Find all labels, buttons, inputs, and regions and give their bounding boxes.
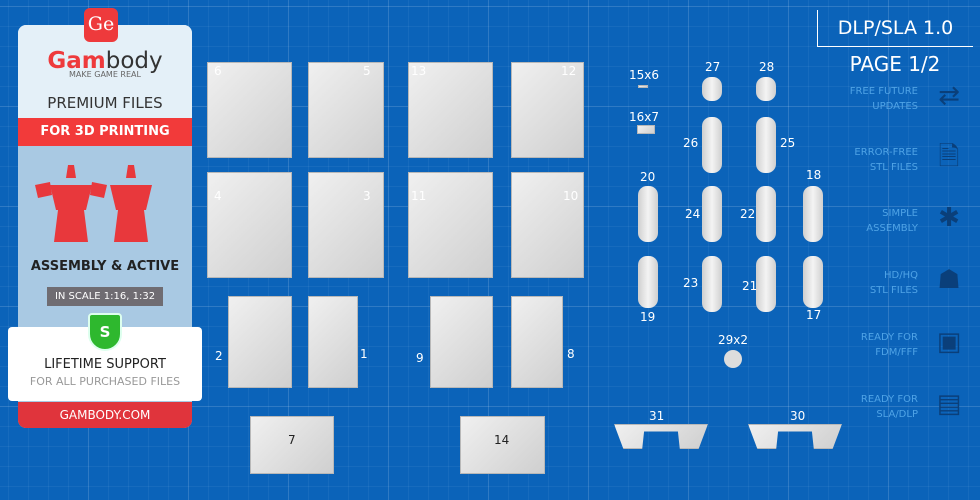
part-label: 8 [567,347,575,361]
updates-icon: ⇄ [938,81,960,111]
file-check-icon: 🗎 [938,142,960,172]
part-label: 1 [360,347,368,361]
part-label: 12 [561,64,577,78]
fdm-printer-icon: ▣ [936,327,962,357]
part-27 [702,77,722,101]
brand-name: Gambody [47,48,163,74]
part-6 [207,62,292,158]
part-8 [511,296,563,388]
part-label: 6 [214,64,222,78]
part-label: 5 [363,64,371,78]
site-link[interactable]: GAMBODY.COM [18,402,192,428]
lifetime-support-sub: FOR ALL PURCHASED FILES [29,375,181,388]
part-label: 4 [214,189,222,203]
part-20 [638,186,658,242]
part-label: 7 [288,433,296,447]
figures-illustration [35,165,152,242]
shield-icon: S [88,313,122,351]
part-22 [756,186,776,242]
part-label: 27 [705,60,721,74]
part-13 [408,62,493,158]
part-11 [408,172,493,278]
part-29x2 [724,350,742,368]
bust-icon: ☗ [937,265,961,295]
part-9 [430,296,493,388]
part-label: 16x7 [629,110,660,124]
sla-printer-icon: ▤ [936,389,962,419]
part-label: 3 [363,189,371,203]
part-28 [756,77,776,101]
part-7 [250,416,334,474]
part-label: 26 [683,136,699,150]
part-23 [702,256,722,312]
scale-badge: IN SCALE 1:16, 1:32 [47,287,163,306]
part-10 [511,172,584,278]
part-16x7 [637,125,655,134]
part-21 [756,256,776,312]
part-label: 21 [742,279,758,293]
part-label: 13 [411,64,427,78]
part-5 [308,62,384,158]
part-4 [207,172,292,278]
part-3 [308,172,384,278]
part-label: 14 [494,433,510,447]
part-label: 25 [780,136,796,150]
part-25 [756,117,776,173]
part-label: 23 [683,276,699,290]
part-label: 11 [411,189,427,203]
page-indicator: PAGE 1/2 [849,52,941,76]
part-label: 17 [806,308,822,322]
part-label: 2 [215,349,223,363]
part-17 [803,256,823,308]
part-label: 18 [806,168,822,182]
puzzle-icon: ✱ [938,203,960,233]
part-label: 20 [640,170,656,184]
part-label: 9 [416,351,424,365]
version-label: DLP/SLA 1.0 [817,10,973,47]
part-31 [614,424,708,449]
part-30 [748,424,842,449]
part-label: 31 [649,409,665,423]
part-2 [228,296,292,388]
part-14 [460,416,545,474]
part-label: 29x2 [718,333,749,347]
part-18 [803,186,823,242]
part-label: 10 [563,189,579,203]
part-label: 15x6 [629,68,660,82]
part-label: 19 [640,310,656,324]
part-label: 22 [740,207,756,221]
part-label: 30 [790,409,806,423]
part-26 [702,117,722,173]
premium-files: PREMIUM FILES [47,94,163,112]
part-12 [511,62,584,158]
part-15x6 [638,85,648,88]
part-19 [638,256,658,308]
part-label: 28 [759,60,775,74]
part-1 [308,296,358,388]
part-label: 24 [685,207,701,221]
tagline: MAKE GAME REAL [69,70,141,79]
part-24 [702,186,722,242]
lifetime-support: LIFETIME SUPPORT [44,357,166,372]
for-3d-printing: FOR 3D PRINTING [18,118,192,146]
assembly-active: ASSEMBLY & ACTIVE [30,259,180,274]
gambody-logo: Ge [84,8,118,42]
